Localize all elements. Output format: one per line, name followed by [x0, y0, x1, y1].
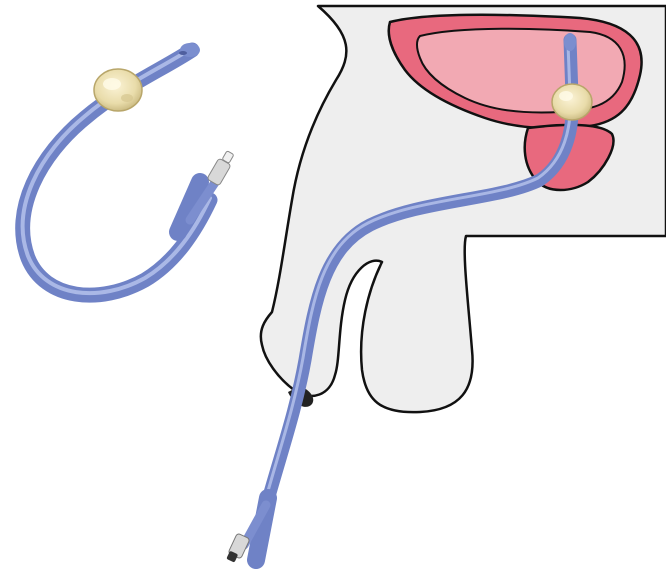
inserted-balloon: [552, 84, 592, 120]
catheter-photo: [23, 43, 234, 295]
catheter-balloon: [94, 69, 142, 111]
drainage-eye: [179, 51, 187, 55]
inserted-catheter-tip: [564, 33, 576, 51]
anatomy-illustration: [226, 6, 666, 563]
valve-connector: [207, 151, 234, 186]
